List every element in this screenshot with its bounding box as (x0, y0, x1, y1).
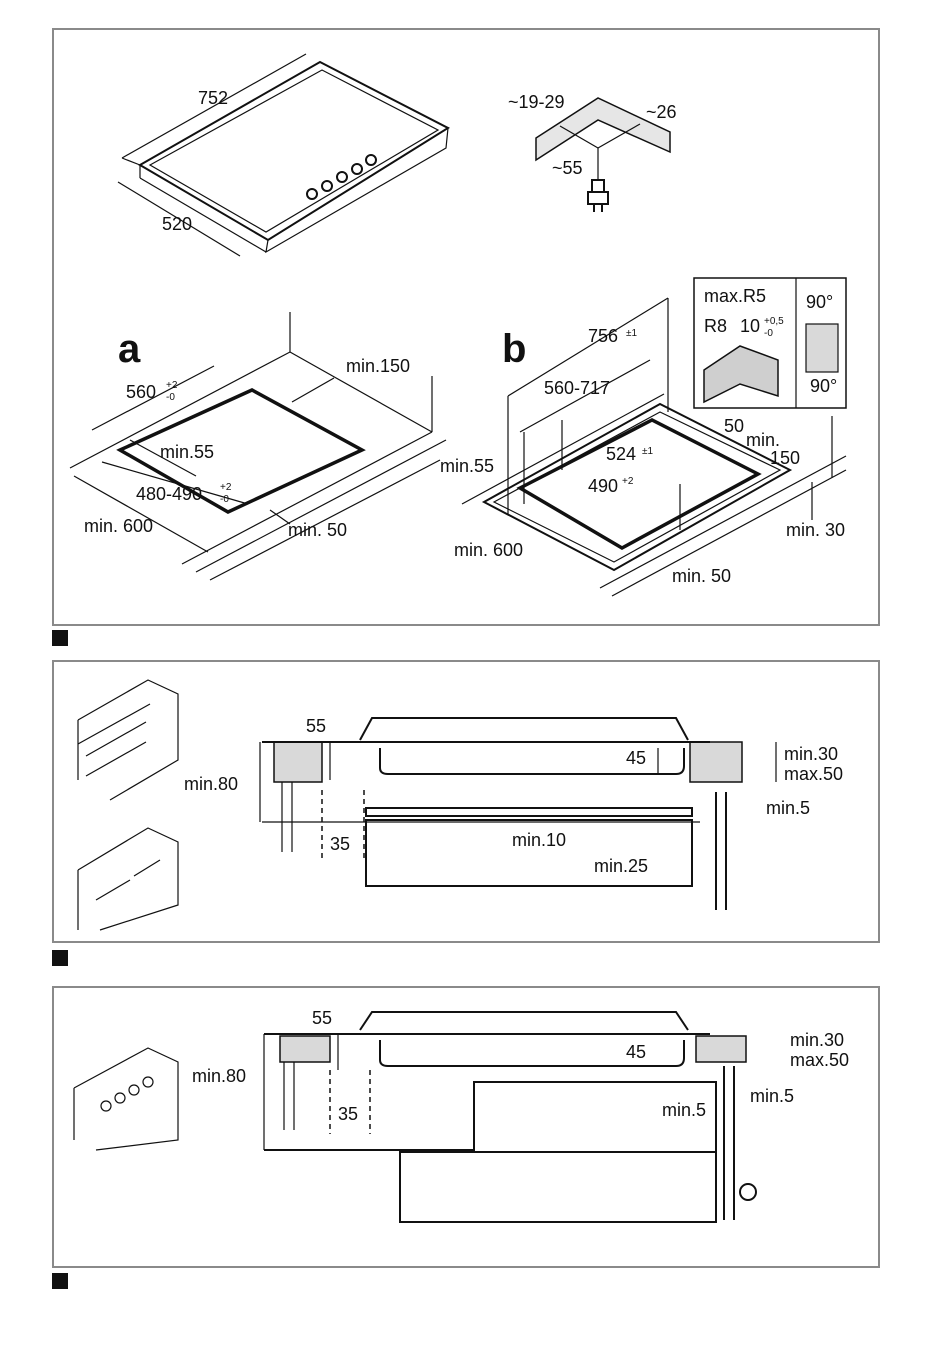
cabinet-oven-icon (74, 1048, 178, 1150)
detail-r8: R8 (704, 316, 727, 336)
p2-dim-min30: min.30 (784, 744, 838, 764)
dim-b-50: 50 (724, 416, 744, 436)
dim-a-560-tol-plus: +2 (166, 380, 178, 391)
dim-b-756: 756 (588, 326, 618, 346)
dim-a-560: 560 (126, 382, 156, 402)
dim-752: 752 (198, 88, 228, 108)
p3-dim-55: 55 (312, 1008, 332, 1028)
p3-dim-45: 45 (626, 1042, 646, 1062)
detail-angle-90-top: 90° (806, 292, 833, 312)
detail-10-tol-minus: -0 (764, 328, 773, 339)
diagram-b-letter: b (502, 327, 526, 371)
p2-dim-55: 55 (306, 716, 326, 736)
dim-b-560-717: 560-717 (544, 378, 610, 398)
p3-dim-35: 35 (338, 1104, 358, 1124)
dim-a-480-490: 480-490 (136, 484, 202, 504)
dim-b-490-tol: +2 (622, 476, 634, 487)
p3-dim-max50: max.50 (790, 1050, 849, 1070)
p2-dim-45: 45 (626, 748, 646, 768)
dim-a-560-tol-minus: -0 (166, 392, 175, 403)
detail-max-r5: max.R5 (704, 286, 766, 306)
dim-520: 520 (162, 214, 192, 234)
p3-dim-min5-a: min.5 (662, 1100, 706, 1120)
dim-b-524: 524 (606, 444, 636, 464)
dim-a-min50: min. 50 (288, 520, 347, 540)
p2-dim-35: 35 (330, 834, 350, 854)
dim-b-min30: min. 30 (786, 520, 845, 540)
p3-dim-min80: min.80 (192, 1066, 246, 1086)
detail-angle-90-bottom: 90° (810, 376, 837, 396)
detail-10: 10 (740, 316, 760, 336)
dim-a-480-490-tol-plus: +2 (220, 482, 232, 493)
dim-b-490: 490 (588, 476, 618, 496)
dim-a-min55: min.55 (160, 442, 214, 462)
dim-b-min50: min. 50 (672, 566, 731, 586)
bracket-dim-55: ~55 (552, 158, 583, 178)
dim-b-min55: min.55 (440, 456, 494, 476)
p2-dim-min80: min.80 (184, 774, 238, 794)
bracket-dim-19-29: ~19-29 (508, 92, 565, 112)
p2-dim-min5: min.5 (766, 798, 810, 818)
dim-b-756-tol: ±1 (626, 328, 637, 339)
section-drawing-panel-2 (260, 718, 776, 910)
p3-dim-min30: min.30 (790, 1030, 844, 1050)
p2-dim-max50: max.50 (784, 764, 843, 784)
cabinet-drawers-icon (78, 680, 178, 800)
dim-a-min150: min.150 (346, 356, 410, 376)
cabinet-doors-icon (78, 828, 178, 930)
dim-b-min600: min. 600 (454, 540, 523, 560)
diagram-a-letter: a (118, 327, 141, 371)
dim-b-524-tol: ±1 (642, 446, 653, 457)
detail-10-tol-plus: +0,5 (764, 316, 784, 327)
dim-b-min: min. (746, 430, 780, 450)
bracket-dim-26: ~26 (646, 102, 677, 122)
p2-dim-min10: min.10 (512, 830, 566, 850)
p3-dim-min5-b: min.5 (750, 1086, 794, 1106)
dim-b-150: 150 (770, 448, 800, 468)
dim-a-480-490-tol-minus: -0 (220, 494, 229, 505)
dim-a-min600: min. 600 (84, 516, 153, 536)
p2-dim-min25: min.25 (594, 856, 648, 876)
